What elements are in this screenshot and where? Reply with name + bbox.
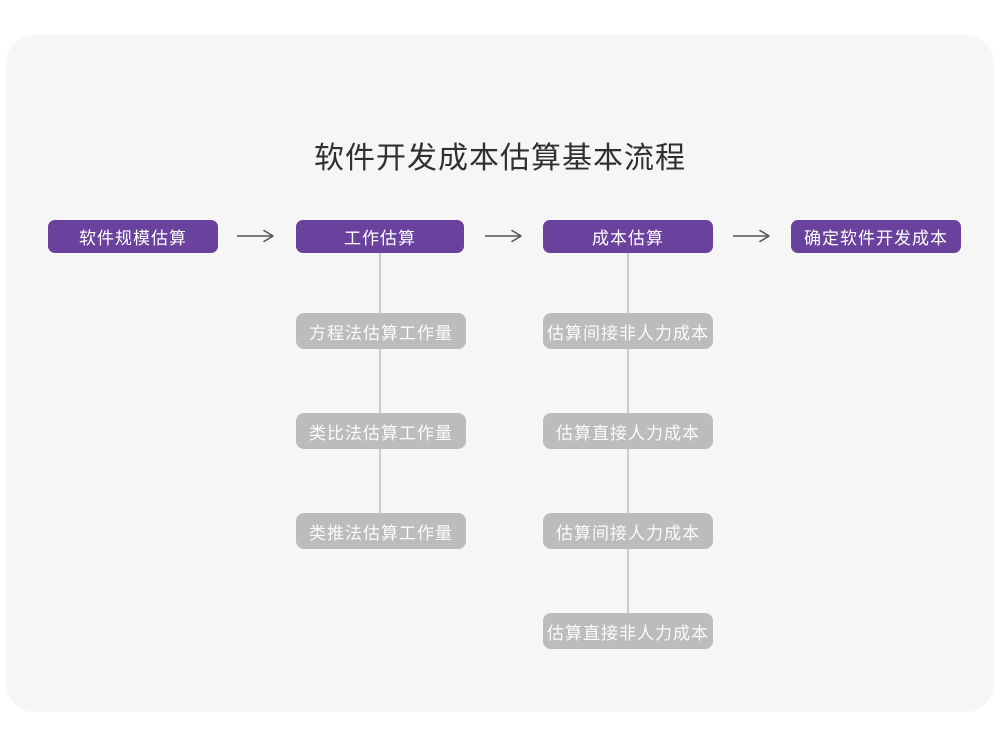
sub-node-label: 估算间接非人力成本: [547, 323, 709, 343]
sub-node-label: 类推法估算工作量: [309, 523, 453, 543]
sub-node-direct-labor-cost: 估算直接人力成本: [543, 413, 713, 449]
diagram-title: 软件开发成本估算基本流程: [314, 142, 686, 175]
flow-node-label: 确定软件开发成本: [804, 229, 948, 248]
flow-node-label: 成本估算: [592, 229, 664, 248]
right-arrow-icon: [732, 229, 772, 243]
sub-node-analogy-method: 类比法估算工作量: [296, 413, 466, 449]
flow-node-label: 软件规模估算: [79, 229, 187, 248]
sub-node-label: 估算直接非人力成本: [547, 623, 709, 643]
flow-node-cost-estimation: 成本估算: [543, 220, 713, 253]
right-arrow-icon: [484, 229, 524, 243]
sub-node-label: 估算直接人力成本: [556, 423, 700, 443]
diagram-card: 软件开发成本估算基本流程 软件规模估算 工作估算 成本估算: [6, 35, 994, 712]
flow-node-work-estimation: 工作估算: [296, 220, 464, 253]
sub-node-indirect-nonlabor-cost: 估算间接非人力成本: [543, 313, 713, 349]
flow-node-label: 工作估算: [344, 229, 416, 248]
sub-node-indirect-labor-cost: 估算间接人力成本: [543, 513, 713, 549]
sub-node-label: 类比法估算工作量: [309, 423, 453, 443]
sub-node-equation-method: 方程法估算工作量: [296, 313, 466, 349]
sub-node-label: 估算间接人力成本: [556, 523, 700, 543]
connector-line-work-estimation: [379, 252, 381, 532]
sub-node-label: 方程法估算工作量: [309, 323, 453, 343]
right-arrow-icon: [236, 229, 276, 243]
flow-node-software-scale-estimation: 软件规模估算: [48, 220, 218, 253]
sub-node-direct-nonlabor-cost: 估算直接非人力成本: [543, 613, 713, 649]
flow-node-determine-software-dev-cost: 确定软件开发成本: [791, 220, 961, 253]
sub-node-extrapolation-method: 类推法估算工作量: [296, 513, 466, 549]
